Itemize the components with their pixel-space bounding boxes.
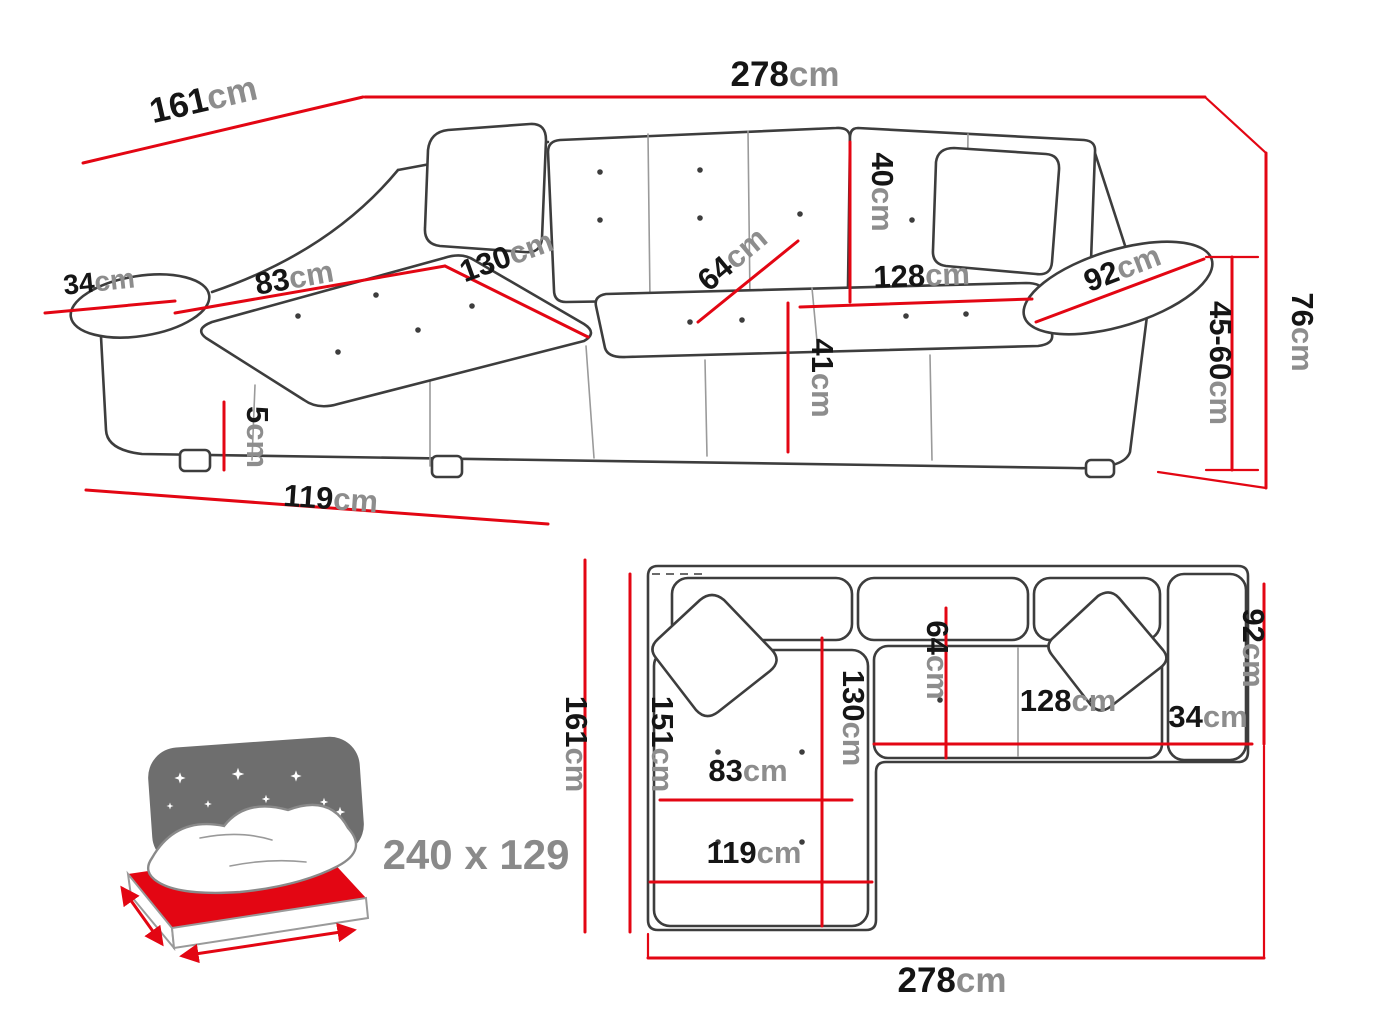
back-cushion-plan: [856, 576, 1030, 642]
seat-seam: [811, 287, 819, 353]
dim-label-leg-height: 5cm: [240, 406, 275, 468]
base-seam: [704, 359, 708, 457]
pillow-left: [423, 122, 548, 254]
back-seam: [747, 130, 751, 301]
armrest-plan: [1166, 572, 1248, 762]
back-seam: [647, 133, 651, 301]
dim-label-armrest-front-width: 34cm: [62, 262, 136, 300]
dim-label-seat-width: 128cm: [873, 256, 971, 294]
dim-line-chaise-seat-width: [173, 264, 447, 315]
dim-label-total-depth: 161cm: [146, 69, 261, 132]
tuft-dot: [799, 749, 805, 755]
dim-label-chaise-front-width: 119cm: [707, 835, 802, 870]
top-view: 161cm 151cm 130cm 64cm 83cm 119cm 128cm …: [559, 558, 1271, 1000]
dim-line-seat-width: [798, 297, 1034, 309]
base-seam: [251, 384, 256, 461]
dim-label-chaise-seat-width: 83cm: [252, 254, 336, 302]
dim-label-armrest-width: 34cm: [1168, 699, 1247, 734]
sofa-base: [98, 314, 1149, 470]
dim-line-chaise-front-width: [84, 488, 550, 526]
dim-label-backrest-height: 40cm: [865, 152, 900, 231]
tuft-dot: [597, 217, 603, 223]
pillow-right-plan: [1047, 591, 1168, 712]
tuft-dot: [715, 749, 721, 755]
dim-line-armrest-front-width: [43, 299, 177, 315]
duvet: [146, 803, 358, 895]
sofa-leg: [430, 454, 464, 479]
depth-arrow: [120, 885, 164, 947]
pillow-right: [931, 146, 1061, 276]
dim-label-inner-depth: 151cm: [645, 696, 680, 793]
dim-line-armrest-length: [1034, 257, 1206, 324]
duvet-fold: [229, 859, 307, 867]
tuft-dot: [937, 697, 943, 703]
tuft-dot: [697, 215, 703, 221]
dim-connector: [1156, 470, 1268, 490]
dim-label-armrest-depth: 92cm: [1236, 608, 1271, 687]
sleeping-area-icon: 240 x 129: [120, 736, 570, 964]
right-armrest: [1022, 240, 1214, 336]
perspective-view: 278cm 161cm 34cm 83cm 130cm 64cm 40cm 12…: [43, 55, 1320, 526]
tuft-dot: [469, 303, 475, 309]
width-arrow: [179, 922, 357, 964]
dim-label-chaise-front-width: 119cm: [282, 478, 379, 520]
back-left-edge: [210, 168, 400, 294]
tuft-dot: [687, 319, 693, 325]
dim-line-total-depth: [81, 95, 365, 165]
sleeping-size-label: 240 x 129: [383, 831, 570, 878]
left-armrest: [69, 273, 211, 339]
tuft-dot: [799, 839, 805, 845]
dim-label-total-height: 76cm: [1285, 292, 1320, 371]
dim-line-seat-depth: [696, 239, 800, 324]
chaise-seat-cushion: [199, 254, 593, 408]
dim-label-seat-depth: 64cm: [920, 620, 955, 699]
tuft-dot: [1089, 697, 1095, 703]
tuft-dot: [963, 311, 969, 317]
sofa-leg: [1084, 458, 1116, 479]
tuft-dot: [739, 317, 745, 323]
tuft-dot: [295, 313, 301, 319]
pillow-left-plan: [651, 593, 778, 718]
dim-connector: [1203, 95, 1268, 155]
dim-label-seat-height: 41cm: [805, 338, 840, 417]
dim-label-chaise-length: 130cm: [836, 670, 871, 767]
dim-label-seat-width: 128cm: [1020, 683, 1117, 718]
tuft-dot: [335, 349, 341, 355]
tuft-dot: [797, 211, 803, 217]
tuft-dot: [909, 217, 915, 223]
duvet-fold: [199, 833, 273, 841]
dim-label-chaise-seat-width: 83cm: [708, 753, 787, 788]
dim-line-chaise-length: [443, 264, 590, 339]
base-seam: [929, 354, 933, 461]
dim-label-total-depth: 161cm: [559, 696, 594, 793]
tuft-dot: [597, 169, 603, 175]
dim-label-armrest-height: 45-60cm: [1203, 301, 1238, 425]
tuft-dot: [903, 313, 909, 319]
sofa-leg: [178, 448, 212, 473]
tuft-dot: [697, 167, 703, 173]
dim-label-total-width: 278cm: [731, 55, 840, 94]
tuft-dot: [373, 292, 379, 298]
base-corner-seam: [585, 345, 595, 459]
dim-label-total-width: 278cm: [898, 961, 1007, 1000]
tuft-dot: [715, 839, 721, 845]
tuft-dot: [415, 327, 421, 333]
